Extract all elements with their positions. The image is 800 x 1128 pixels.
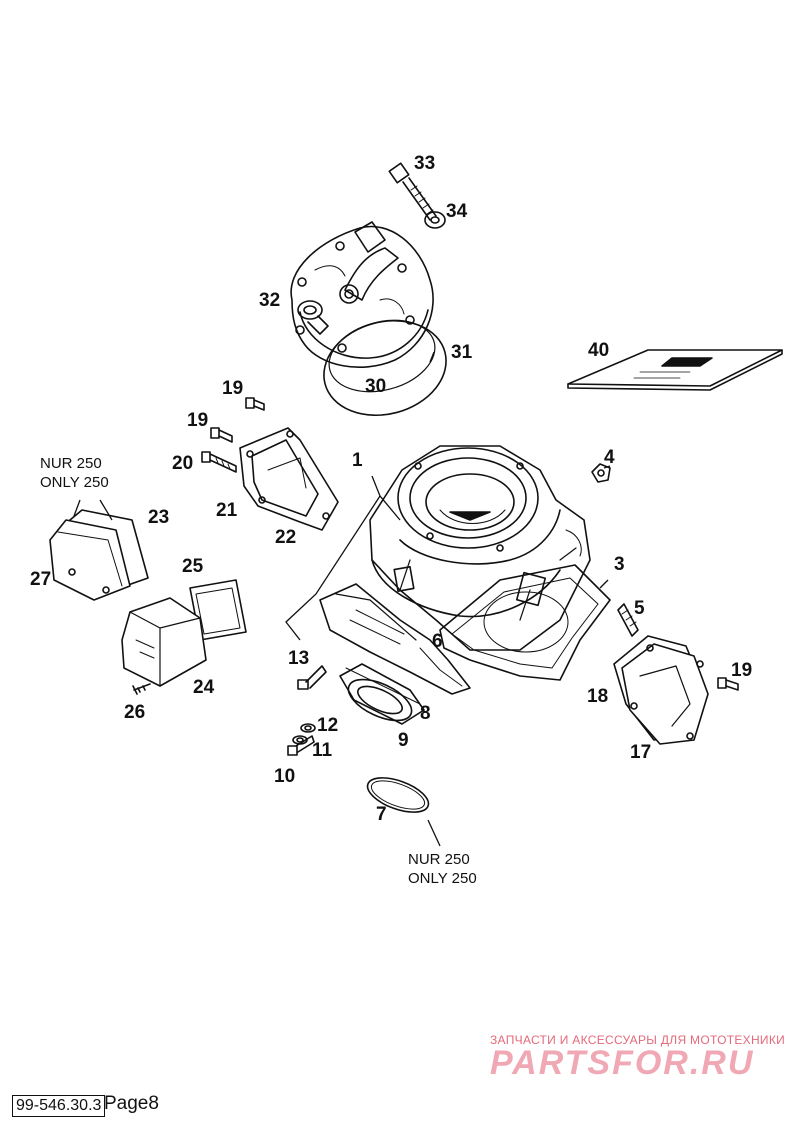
manual-booklet-icon [567,349,783,391]
callout-3: 3 [614,554,625,575]
page-number: Page8 [104,1093,159,1114]
callout-9: 9 [398,730,409,751]
cylinder-head-icon [290,221,434,368]
callout-7: 7 [376,804,387,825]
o-ring-icon [366,777,430,813]
callout-27: 27 [30,569,52,590]
callout-22: 22 [275,527,297,548]
bolt-icon [210,427,233,443]
washer-icon [424,211,446,229]
bolt-icon [388,162,437,221]
gasket-icon [439,564,611,681]
callout-33: 33 [414,153,436,174]
callout-21: 21 [216,500,238,521]
note-line: NUR 250 [408,851,470,868]
callout-31: 31 [451,342,473,363]
note-line: ONLY 250 [40,474,109,491]
note-line: NUR 250 [40,455,102,472]
callout-8: 8 [420,703,431,724]
callout-34: 34 [446,201,468,222]
intake-flange-icon [339,663,425,725]
callout-25: 25 [182,556,204,577]
washer-icon [591,463,611,483]
callout-18: 18 [587,686,609,707]
callout-30: 30 [365,376,387,397]
callout-1: 1 [352,450,363,471]
note-bottom: NUR 250 ONLY 250 [408,850,477,888]
callout-20: 20 [172,453,194,474]
cylinder-icon [369,445,591,651]
bolt-icon [132,683,151,695]
callout-24: 24 [193,677,215,698]
bolt-icon [717,677,739,691]
callout-19: 19 [731,660,753,681]
watermark-tagline: ЗАПЧАСТИ И АКСЕССУАРЫ ДЛЯ МОТОТЕХНИКИ [490,1033,786,1047]
leader-lines [73,351,611,847]
bolt-icon [617,603,639,637]
callout-40: 40 [588,340,610,361]
reed-valve-icon [319,583,471,695]
exhaust-valve-cover-icon [613,635,709,745]
callout-11: 11 [312,740,333,761]
callout-19: 19 [187,410,209,431]
callout-19: 19 [222,378,244,399]
callout-5: 5 [634,598,645,619]
callout-10: 10 [274,766,296,787]
note-left: NUR 250 ONLY 250 [40,454,109,492]
callout-32: 32 [259,290,281,311]
callout-26: 26 [124,702,146,723]
exhaust-valve-cover-icon [239,427,339,531]
bolt-icon [287,735,315,756]
callout-17: 17 [630,742,652,763]
document-code: 99-546.30.3 [12,1095,106,1117]
gasket-icon [49,509,149,601]
reed-valve-icon [121,597,207,687]
callout-13: 13 [288,648,310,669]
bolt-icon [297,665,327,690]
callout-12: 12 [317,715,339,736]
bolt-icon [245,397,265,411]
o-ring-icon [323,319,447,417]
callout-23: 23 [148,507,170,528]
callout-6: 6 [432,631,443,652]
callout-4: 4 [604,447,615,468]
watermark-logo: PARTSFOR.RU [490,1044,755,1082]
note-line: ONLY 250 [408,870,477,887]
bolt-icon [201,451,237,473]
